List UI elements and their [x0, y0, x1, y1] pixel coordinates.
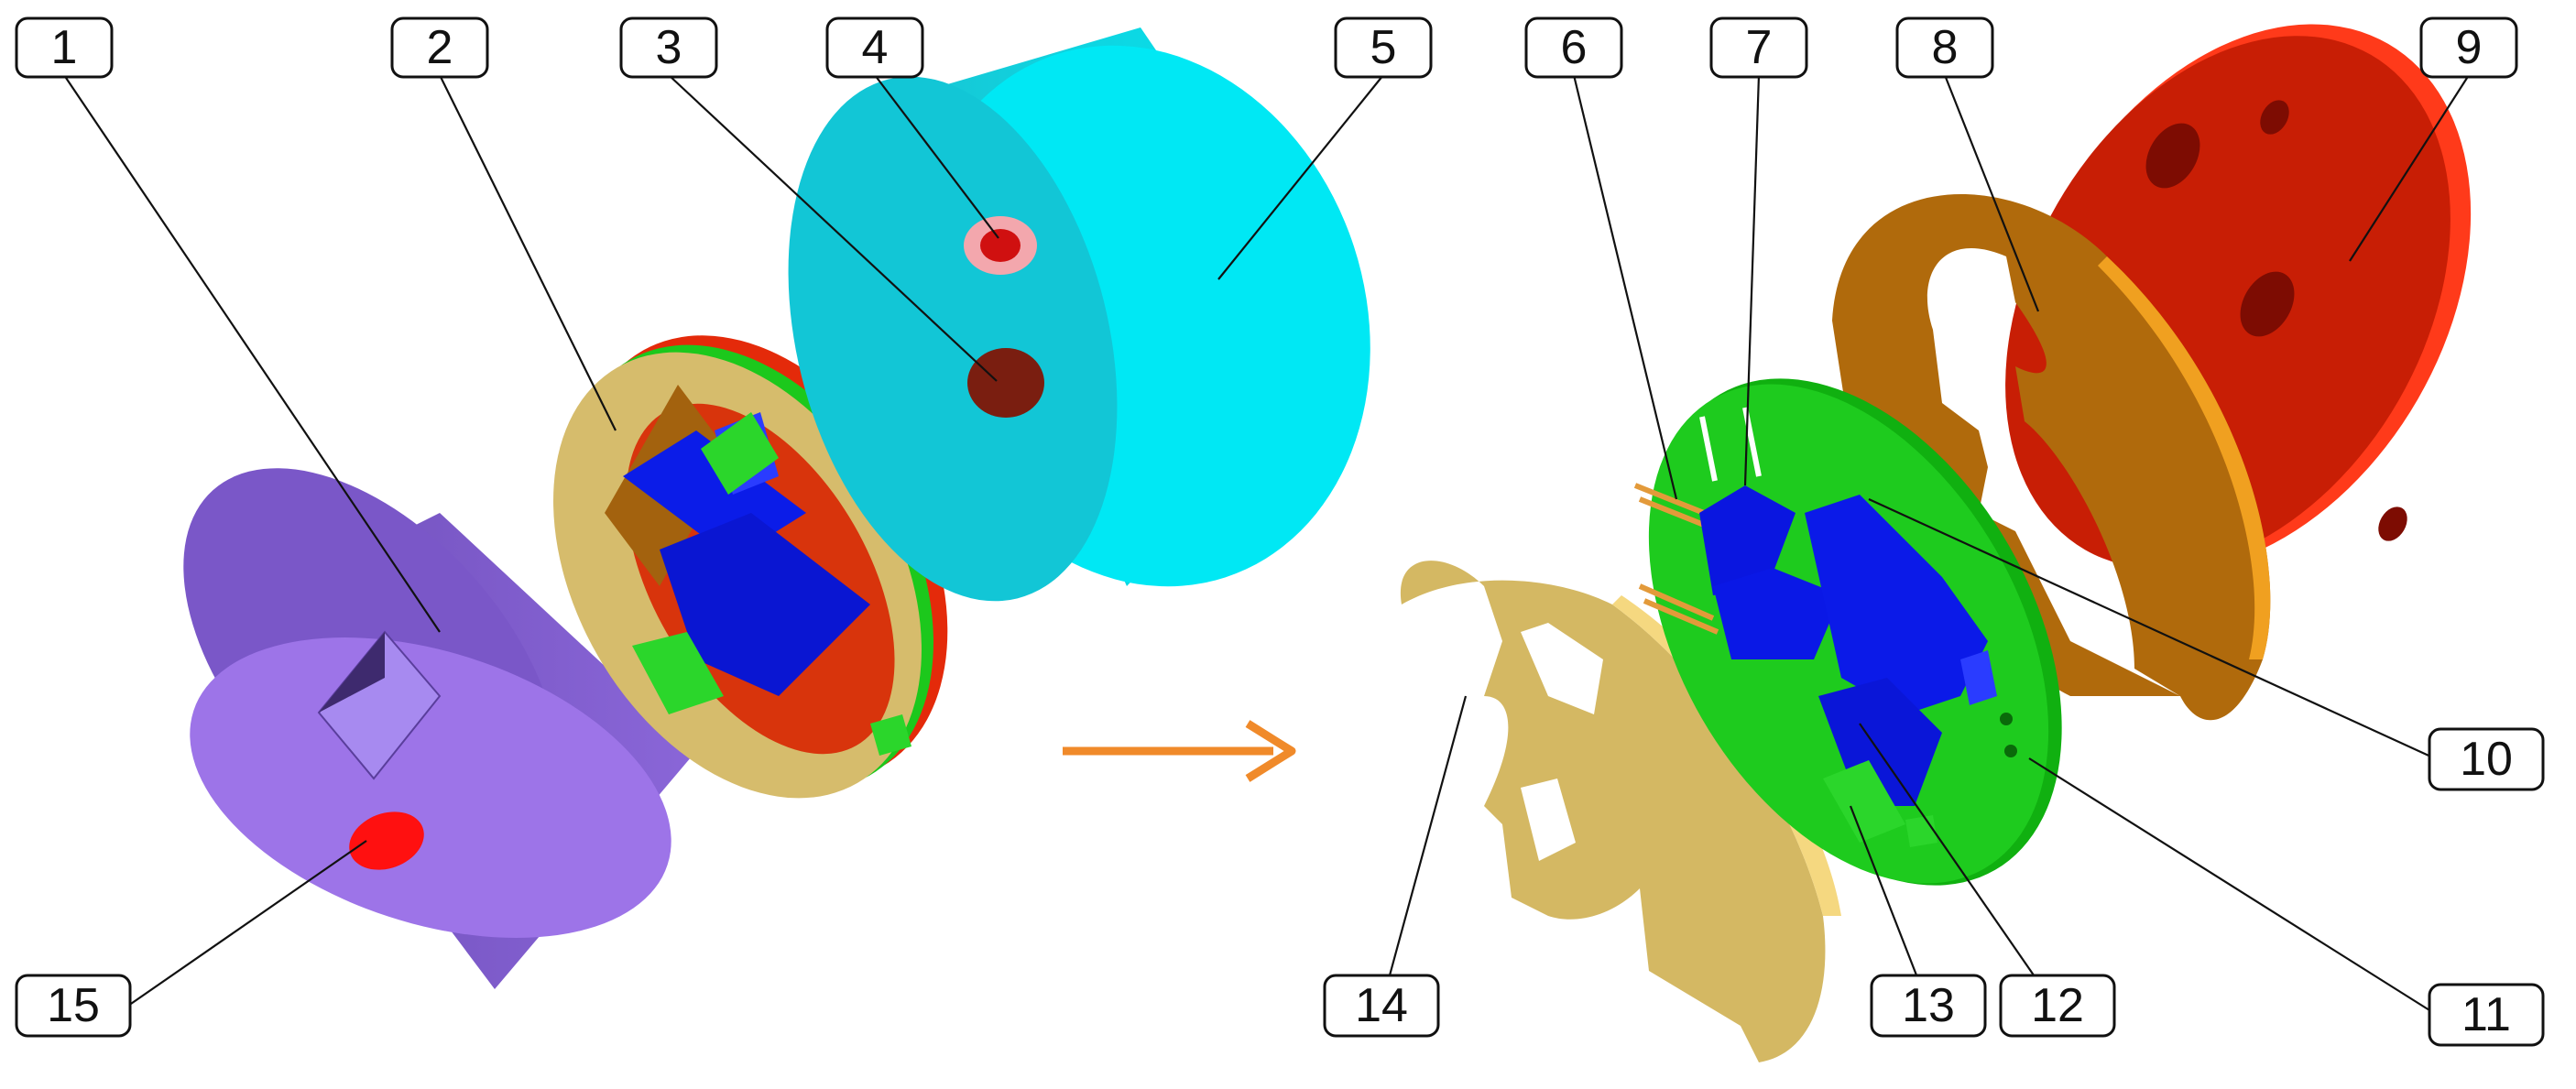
purple-cap-recess-shadow: [319, 632, 385, 713]
part-brown-ring: [1832, 194, 2271, 721]
module-green-part-3: [870, 714, 911, 756]
callout-8-label: 8: [1932, 21, 1959, 74]
assembly-arrow: [1063, 720, 1296, 782]
copper-pins-bottom: [1638, 583, 1719, 635]
callout-4-label: 4: [862, 21, 889, 74]
callout-2: 2: [390, 16, 489, 79]
callout-11-label: 11: [2461, 988, 2511, 1041]
callout-1: 1: [15, 16, 114, 79]
leader-lines: [63, 74, 2470, 1016]
red-plate-hole-4: [2378, 506, 2407, 541]
green-board-slot-1: [1699, 416, 1718, 482]
tan-ring-body: [1400, 561, 1826, 1062]
cyan-cap-hole-dark: [967, 348, 1044, 418]
callout-2-label: 2: [427, 21, 453, 74]
green-board-notch-1: [2000, 713, 2013, 725]
tan-ring-edge: [1612, 595, 1841, 916]
brown-ring-edge: [2098, 256, 2271, 659]
purple-cap-red-hole: [349, 811, 424, 870]
red-plate-hole-2: [2260, 100, 2289, 135]
callout-11: 11: [2428, 983, 2545, 1047]
callout-1-label: 1: [51, 21, 78, 74]
green-subpart-2: [1905, 815, 1937, 847]
red-plate-hole-3: [2240, 271, 2295, 337]
callout-9-label: 9: [2456, 21, 2483, 74]
callout-15: 15: [15, 974, 132, 1038]
callout-10: 10: [2428, 727, 2545, 791]
callout-3: 3: [619, 16, 718, 79]
green-board-notch-2: [2004, 745, 2017, 757]
red-plate-hole-1: [2145, 123, 2200, 189]
part-green-board: [1633, 378, 2062, 886]
callout-5: 5: [1334, 16, 1433, 79]
callout-9: 9: [2419, 16, 2518, 79]
callout-8: 8: [1895, 16, 1994, 79]
callout-12: 12: [1999, 974, 2116, 1038]
blue-component-1: [1699, 485, 1796, 595]
callout-5-label: 5: [1370, 21, 1397, 74]
callout-14-label: 14: [1355, 979, 1408, 1032]
tan-ring-inner-cut: [1521, 623, 1603, 714]
blue-component-3: [1805, 495, 1988, 714]
purple-cap-face: [190, 637, 671, 938]
module-green-part-2: [632, 632, 724, 714]
module-blue-block-2: [660, 513, 870, 696]
callout-13: 13: [1870, 974, 1987, 1038]
purple-cap-recess: [317, 630, 442, 780]
blue-component-2: [1713, 568, 1841, 659]
green-subpart-1: [1823, 760, 1905, 843]
cyan-cap-hole-red: [980, 229, 1021, 262]
copper-pins-top: [1633, 483, 1710, 529]
callout-7-label: 7: [1746, 21, 1773, 74]
callout-15-label: 15: [47, 979, 100, 1032]
blue-component-5: [1960, 650, 1997, 705]
callout-4: 4: [825, 16, 924, 79]
tan-ring-inner-cut-2: [1521, 779, 1576, 861]
callout-10-label: 10: [2460, 733, 2513, 786]
callout-12-label: 12: [2031, 979, 2084, 1032]
module-green-part-1: [701, 412, 779, 495]
callout-3-label: 3: [656, 21, 682, 74]
part-tan-ring: [1400, 561, 1841, 1062]
callout-14: 14: [1323, 974, 1440, 1038]
callout-6-label: 6: [1561, 21, 1588, 74]
part-inner-module-assembled: [553, 335, 948, 799]
callout-13-label: 13: [1902, 979, 1955, 1032]
part-purple-end-cap: [183, 468, 696, 989]
callout-6: 6: [1524, 16, 1623, 79]
callout-7: 7: [1709, 16, 1808, 79]
